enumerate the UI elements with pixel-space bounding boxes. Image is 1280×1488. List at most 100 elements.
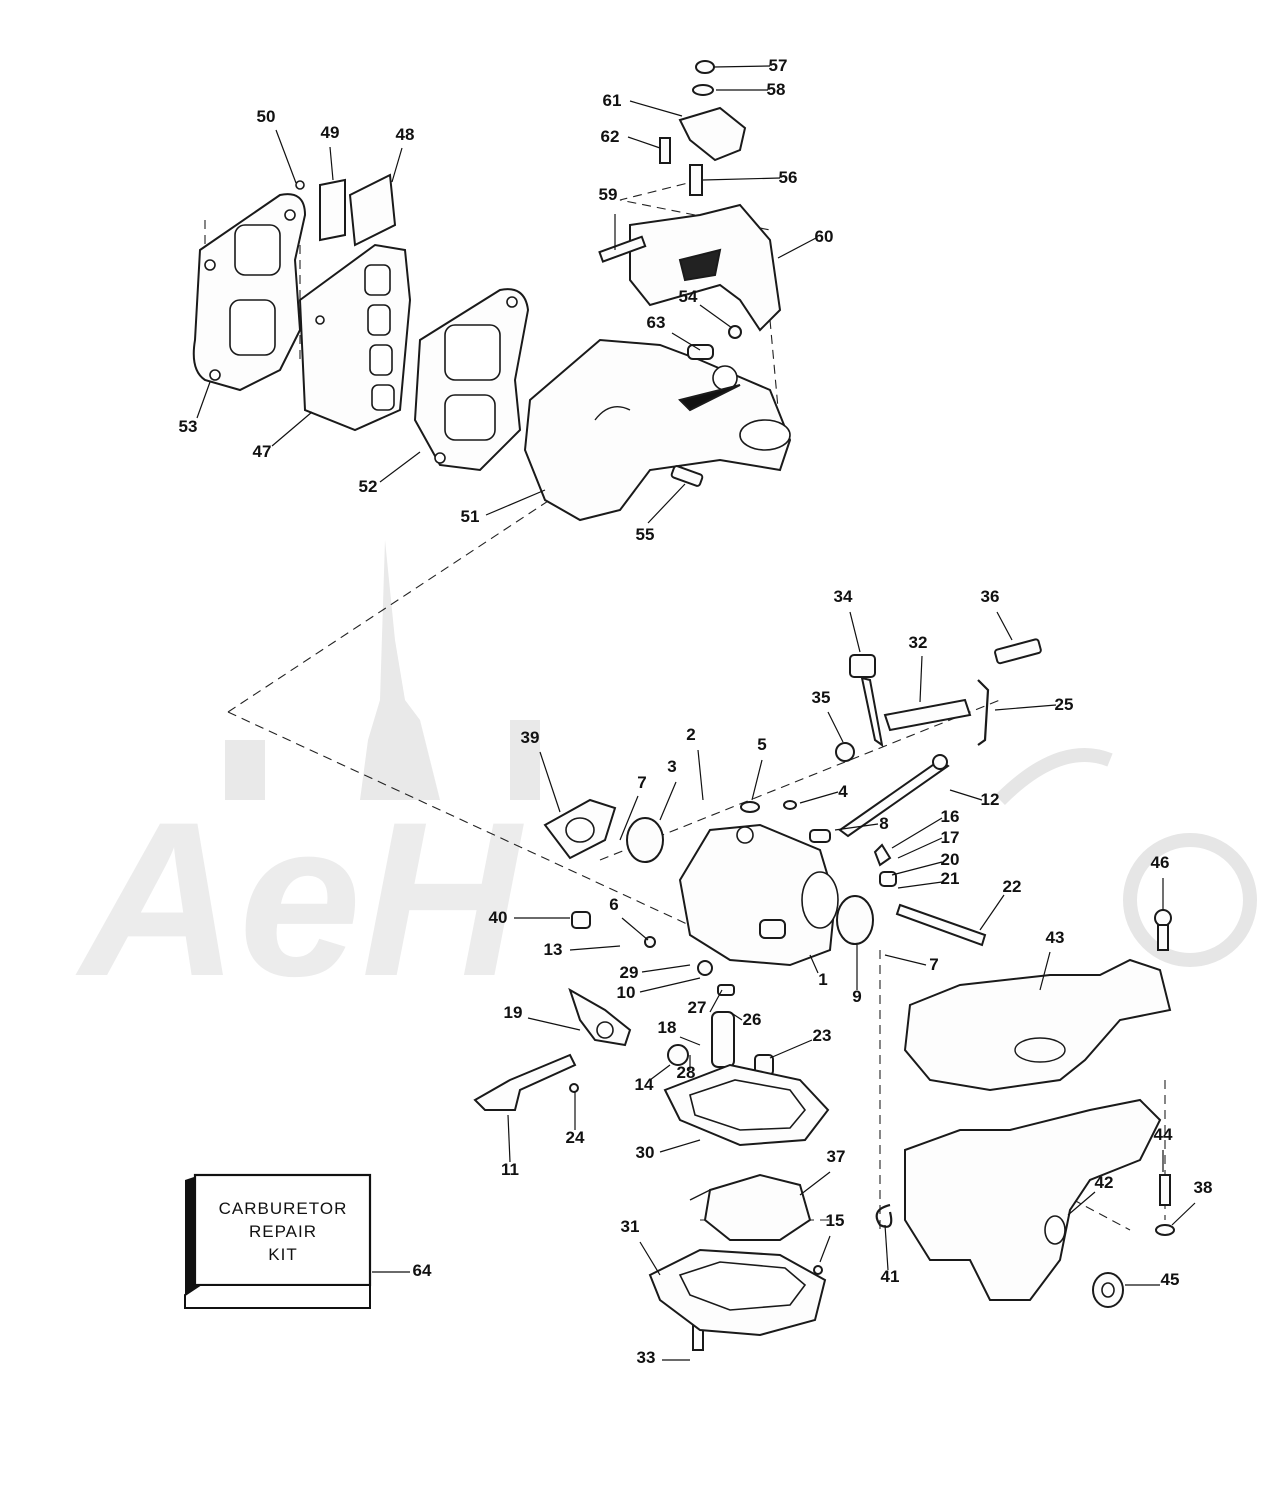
callout-leader-3 bbox=[659, 781, 677, 821]
callout-label-57: 57 bbox=[769, 56, 788, 75]
kit-label-line2: REPAIR bbox=[249, 1222, 317, 1241]
throttle-lever-32-34 bbox=[835, 654, 972, 762]
callout-leader-47 bbox=[271, 411, 313, 447]
small-parts-upper bbox=[598, 60, 747, 360]
callout-leader-18 bbox=[679, 1036, 701, 1046]
callout-leader-6 bbox=[621, 917, 649, 941]
callout-label-36: 36 bbox=[981, 587, 1000, 606]
callout-label-59: 59 bbox=[599, 185, 618, 204]
watermark: AeH bbox=[75, 540, 1257, 1022]
callout-label-14: 14 bbox=[635, 1075, 654, 1094]
callout-label-37: 37 bbox=[827, 1147, 846, 1166]
callout-leader-13 bbox=[569, 945, 621, 951]
callout-leader-16 bbox=[891, 817, 943, 849]
link-25 bbox=[977, 679, 990, 746]
callout-leader-5 bbox=[751, 759, 763, 801]
callout-label-1: 1 bbox=[818, 970, 827, 989]
callout-leader-19 bbox=[527, 1017, 581, 1031]
callout-leader-61 bbox=[629, 100, 683, 117]
lever-11 bbox=[473, 1053, 577, 1111]
callout-label-54: 54 bbox=[679, 287, 698, 306]
callout-label-19: 19 bbox=[504, 1003, 523, 1022]
callout-label-20: 20 bbox=[941, 850, 960, 869]
callout-label-26: 26 bbox=[743, 1010, 762, 1029]
callout-label-39: 39 bbox=[521, 728, 540, 747]
callout-leader-22 bbox=[979, 894, 1005, 931]
callout-leader-60 bbox=[777, 237, 817, 259]
callout-label-60: 60 bbox=[815, 227, 834, 246]
callout-label-48: 48 bbox=[396, 125, 415, 144]
callout-label-47: 47 bbox=[253, 442, 272, 461]
callout-leader-41 bbox=[884, 1224, 889, 1271]
callout-leader-50 bbox=[275, 129, 297, 184]
callout-leader-34 bbox=[849, 611, 861, 653]
shaft-12 bbox=[838, 754, 950, 838]
callout-leader-31 bbox=[639, 1241, 661, 1276]
repair-kit-box: CARBURETOR REPAIR KIT bbox=[184, 1173, 372, 1309]
callout-leader-10 bbox=[639, 977, 701, 993]
callout-leader-39 bbox=[539, 751, 561, 813]
callout-label-10: 10 bbox=[617, 983, 636, 1002]
callout-label-25: 25 bbox=[1055, 695, 1074, 714]
callout-label-23: 23 bbox=[813, 1026, 832, 1045]
callout-leader-7b bbox=[884, 954, 927, 966]
callout-label-17: 17 bbox=[941, 828, 960, 847]
callout-label-16: 16 bbox=[941, 807, 960, 826]
kit-label-line3: KIT bbox=[268, 1245, 297, 1264]
callout-label-12: 12 bbox=[981, 790, 1000, 809]
callout-leader-37 bbox=[799, 1171, 831, 1196]
callout-leader-30 bbox=[659, 1139, 701, 1153]
callout-label-11: 11 bbox=[501, 1160, 519, 1179]
callout-leader-52 bbox=[379, 451, 421, 483]
callout-label-55: 55 bbox=[636, 525, 655, 544]
clip-41 bbox=[875, 1203, 893, 1228]
callout-label-22: 22 bbox=[1003, 877, 1022, 896]
callout-label-24: 24 bbox=[566, 1128, 585, 1147]
callout-label-49: 49 bbox=[321, 123, 340, 142]
callout-label-34: 34 bbox=[834, 587, 853, 606]
carburetor-body-1 bbox=[678, 823, 839, 967]
callout-leader-38 bbox=[1171, 1202, 1196, 1226]
callout-leader-20 bbox=[891, 861, 943, 876]
small-parts-lower bbox=[569, 800, 1175, 1351]
callout-leader-4 bbox=[799, 791, 839, 804]
callout-label-30: 30 bbox=[636, 1143, 655, 1162]
callout-label-38: 38 bbox=[1194, 1178, 1213, 1197]
callout-label-13: 13 bbox=[544, 940, 563, 959]
callout-leader-8 bbox=[834, 823, 879, 831]
callout-leader-27 bbox=[709, 989, 723, 1013]
callout-label-42: 42 bbox=[1095, 1173, 1114, 1192]
callout-label-35: 35 bbox=[812, 688, 831, 707]
callout-leader-42 bbox=[1067, 1191, 1096, 1216]
gasket-52 bbox=[413, 288, 530, 472]
callout-label-64: 64 bbox=[413, 1261, 432, 1280]
callout-label-8: 8 bbox=[879, 814, 888, 833]
callout-label-62: 62 bbox=[601, 127, 620, 146]
airbox-42 bbox=[904, 1098, 1162, 1301]
intake-manifold-51 bbox=[523, 338, 792, 522]
callout-label-21: 21 bbox=[941, 869, 960, 888]
bracket-60 bbox=[629, 203, 782, 332]
callout-label-61: 61 bbox=[603, 91, 622, 110]
screw-36 bbox=[994, 638, 1042, 665]
callout-leader-25 bbox=[994, 704, 1057, 711]
callout-label-51: 51 bbox=[461, 507, 480, 526]
callout-leader-1 bbox=[809, 954, 819, 974]
callout-label-50: 50 bbox=[257, 107, 276, 126]
callout-label-46: 46 bbox=[1151, 853, 1170, 872]
callout-label-33: 33 bbox=[637, 1348, 656, 1367]
callout-leader-57 bbox=[713, 65, 771, 68]
gasket-30 bbox=[663, 1063, 830, 1147]
callout-leader-2 bbox=[697, 749, 704, 801]
callout-label-29: 29 bbox=[620, 963, 639, 982]
reed-plate-49-48 bbox=[295, 173, 397, 247]
callout-label-52: 52 bbox=[359, 477, 378, 496]
callout-leader-55 bbox=[647, 483, 686, 524]
callout-leader-48 bbox=[391, 147, 403, 183]
callout-label-32: 32 bbox=[909, 633, 928, 652]
callout-leader-21 bbox=[897, 881, 943, 889]
callout-leader-32 bbox=[919, 655, 923, 703]
gasket-53 bbox=[192, 193, 307, 392]
screw-55 bbox=[670, 465, 704, 487]
callout-label-18: 18 bbox=[658, 1018, 677, 1037]
